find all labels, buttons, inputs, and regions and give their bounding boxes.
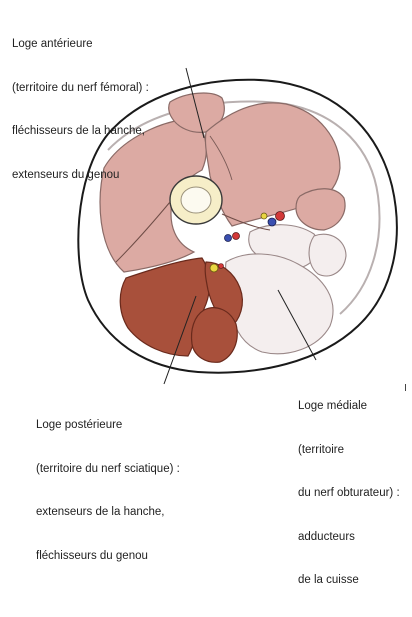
- thigh-cross-section-diagram: Loge antérieure (territoire du nerf fémo…: [12, 8, 406, 586]
- label-line: adducteurs: [298, 530, 355, 543]
- vastus-septum: [209, 135, 233, 181]
- thigh-cross-section-svg: [77, 67, 398, 385]
- label-line: Loge postérieure: [36, 419, 123, 431]
- medial-intermuscular-septum: [221, 213, 271, 231]
- label-line: de la cuisse: [298, 574, 359, 586]
- anterior-leader-line: [185, 67, 205, 139]
- femoral-artery: [275, 211, 285, 221]
- perforating-vessel: [218, 263, 224, 269]
- label-line: (territoire: [298, 443, 345, 456]
- label-line: du nerf obturateur) :: [298, 487, 400, 499]
- anterior-sartorius: [295, 188, 346, 231]
- posterior-semimembranosus: [190, 307, 238, 363]
- label-line: fléchisseurs de la hanche,: [12, 125, 145, 137]
- lateral-intermuscular-septum: [115, 201, 171, 263]
- label-anterior-compartment: Loge antérieure (territoire du nerf fémo…: [12, 8, 149, 211]
- deep-femoral-artery: [232, 232, 240, 240]
- posterior-leader-line: [163, 295, 197, 385]
- label-line: extenseurs du genou: [12, 168, 120, 181]
- label-medial-compartment: Loge médiale (territoire du nerf obturat…: [298, 370, 400, 617]
- femoral-vein: [267, 217, 277, 227]
- stray-mark: [405, 384, 406, 391]
- label-line: (territoire du nerf sciatique) :: [36, 462, 180, 475]
- label-line: (territoire du nerf fémoral) :: [12, 81, 149, 94]
- sciatic-nerve: [209, 263, 219, 273]
- medial-gracilis: [308, 233, 347, 277]
- label-posterior-compartment: Loge postérieure (territoire du nerf sci…: [36, 389, 180, 592]
- femur-marrow: [180, 186, 212, 214]
- label-line: fléchisseurs du genou: [36, 549, 148, 562]
- deep-femoral-vein: [224, 234, 232, 242]
- label-line: extenseurs de la hanche,: [36, 506, 165, 518]
- label-line: Loge antérieure: [12, 38, 93, 50]
- label-line: Loge médiale: [298, 400, 368, 412]
- medial-leader-line: [277, 289, 317, 361]
- saphenous-nerve: [260, 212, 268, 220]
